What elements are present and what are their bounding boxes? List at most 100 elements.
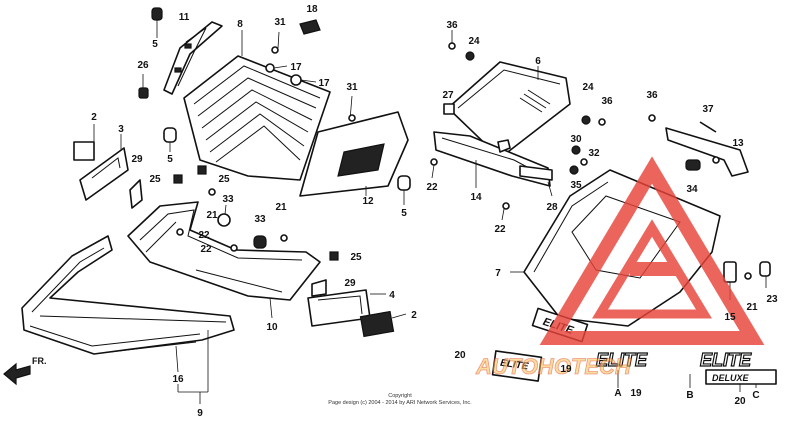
part-label-p15: 15 [724, 312, 736, 323]
part-label-p20a: 20 [454, 350, 466, 361]
part-23-clip [759, 261, 771, 288]
watermark-text: AUTOHOTECH [475, 354, 632, 379]
part-24-grommet-a [465, 51, 475, 61]
part-31-screw-b [348, 114, 356, 122]
part-label-p37: 37 [702, 104, 714, 115]
part-31-screw [271, 31, 280, 54]
part-label-p18: 18 [306, 4, 318, 15]
part-11-bracket [163, 21, 223, 95]
watermark-logo [539, 156, 765, 345]
part-label-p22c: 22 [426, 182, 438, 193]
part-label-p20b: 20 [734, 396, 746, 407]
part-27-clip [443, 103, 455, 115]
part-label-p9: 9 [197, 408, 203, 419]
emblem-side-text: ELITE [596, 350, 648, 370]
part-label-p33a: 33 [222, 194, 234, 205]
part-label-p35: 35 [570, 180, 582, 191]
part-label-p8: 8 [237, 19, 243, 30]
part-label-p25a: 25 [149, 174, 161, 185]
part-36-bolt-c [648, 114, 656, 122]
part-label-p5c: 5 [401, 208, 407, 219]
part-5-grommet-c [397, 175, 411, 205]
part-label-p22a: 22 [198, 230, 210, 241]
part-label-p5b: 5 [167, 154, 173, 165]
part-29-clip-b [311, 279, 327, 297]
part-18-plate [299, 19, 321, 35]
part-3-bracket [79, 134, 129, 201]
part-label-p2a: 2 [91, 112, 97, 123]
part-24-grommet-b [581, 115, 591, 125]
part-34-clip [685, 159, 701, 171]
part-37-pin [699, 121, 717, 133]
part-8-grille [183, 30, 331, 181]
part-label-p17a: 17 [290, 62, 302, 73]
emblem-rear-text: ELITE [700, 350, 752, 370]
front-direction-label: FR. [32, 356, 47, 366]
part-label-p5a: 5 [152, 39, 158, 50]
part-label-p13: 13 [732, 138, 744, 149]
part-35-nut [569, 165, 579, 175]
part-36-bolt-b [598, 118, 606, 126]
part-33-cap-a [217, 204, 231, 227]
part-17-nut-b [290, 74, 317, 86]
part-13-bracket [665, 127, 749, 177]
part-2-panel [73, 124, 95, 161]
hood-vent-slots [519, 89, 551, 113]
part-label-p22d: 22 [494, 224, 506, 235]
part-label-p23: 23 [766, 294, 778, 305]
part-label-p2b: 2 [411, 310, 417, 321]
part-21-screw-b [280, 234, 288, 242]
part-label-p30: 30 [570, 134, 582, 145]
part-28-clip [519, 165, 553, 197]
part-29-clip [129, 179, 143, 209]
emblem-deluxe-text: DELUXE [712, 373, 750, 383]
part-label-p25c: 25 [350, 252, 362, 263]
part-label-p27: 27 [442, 90, 454, 101]
part-label-p29a: 29 [131, 154, 143, 165]
part-17-nut-a [265, 63, 288, 73]
part-label-p28: 28 [546, 202, 558, 213]
part-label-p11: 11 [179, 12, 190, 23]
part-label-p32: 32 [588, 148, 600, 159]
part-label-p14: 14 [470, 192, 482, 203]
part-label-p26: 26 [137, 60, 149, 71]
part-label-p19b: 19 [630, 388, 642, 399]
part-22-screw-d [501, 202, 510, 221]
part-25-clip-a [173, 174, 183, 184]
part-9-bumper [21, 235, 235, 404]
part-label-p31a: 31 [274, 17, 286, 28]
part-label-p34: 34 [686, 184, 698, 195]
part-label-p22b: 22 [200, 244, 212, 255]
part-5-clip-top [151, 7, 163, 38]
part-25-clip-c [329, 251, 339, 261]
part-32-washer [580, 158, 588, 166]
part-label-p7: 7 [495, 268, 501, 279]
part-30-cap [571, 145, 581, 155]
part-20-emblem-rear: ELITE DELUXE [689, 349, 777, 392]
part-label-p36c: 36 [646, 90, 658, 101]
part-label-p17b: 17 [318, 78, 330, 89]
part-label-p16: 16 [172, 374, 184, 385]
part-5-grommet-b [163, 127, 177, 152]
part-label-pA: A [614, 388, 621, 399]
part-21-screw-a [208, 188, 216, 196]
front-direction-arrow [3, 362, 31, 386]
part-2-mesh [359, 310, 407, 338]
part-22-screw-b [230, 244, 238, 252]
part-label-p12: 12 [362, 196, 374, 207]
part-20-emblem-grille: ELITE [491, 350, 543, 382]
part-label-pB: B [686, 390, 693, 401]
emblem-grille-text: ELITE [499, 358, 529, 373]
part-label-p21c: 21 [746, 302, 758, 313]
part-label-pC: C [752, 390, 759, 401]
part-label-p21a: 21 [206, 210, 218, 221]
part-25-clip-b [197, 165, 207, 175]
part-label-p29b: 29 [344, 278, 356, 289]
part-label-p19a: 19 [560, 364, 572, 375]
part-label-p21b: 21 [275, 202, 287, 213]
part-21-screw-c [744, 272, 752, 280]
part-label-p36a: 36 [446, 20, 458, 31]
